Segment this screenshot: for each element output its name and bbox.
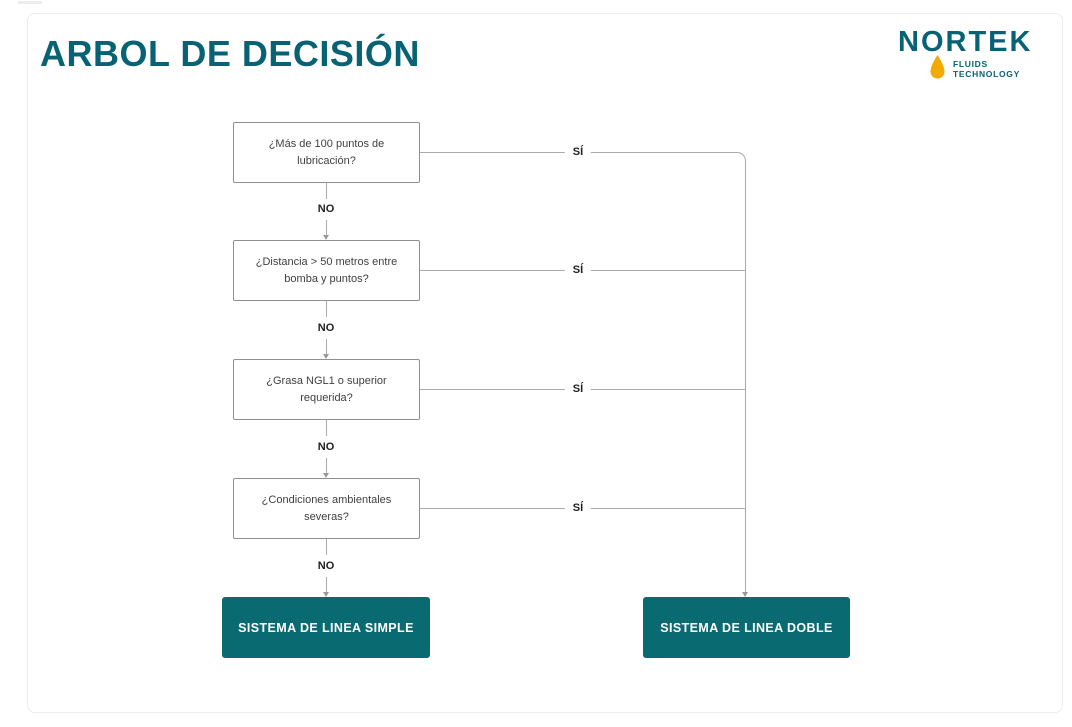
result-label: SISTEMA DE LINEA SIMPLE [238, 620, 414, 635]
diagram-canvas [27, 13, 1063, 713]
decision-text-line: requerida? [300, 391, 353, 404]
yes-label-2: SÍ [564, 263, 592, 277]
no-line-4b [326, 577, 327, 592]
decision-box-lubrication-points: ¿Más de 100 puntos de lubricación? [233, 122, 420, 183]
decision-text-line: ¿Grasa NGL1 o superior [266, 374, 387, 387]
no-label-2: NO [315, 322, 337, 334]
nortek-logo: NORTEK FLUIDS TECHNOLOGY [898, 26, 1048, 79]
no-line-1b [326, 220, 327, 235]
no-line-3b [326, 458, 327, 473]
yes-label-3: SÍ [564, 382, 592, 396]
result-box-linea-doble: SISTEMA DE LINEA DOBLE [643, 597, 850, 658]
arrow-into-box2 [323, 235, 329, 240]
no-line-2b [326, 339, 327, 354]
no-label-1: NO [315, 203, 337, 215]
decision-text-line: bomba y puntos? [284, 272, 369, 285]
arrow-into-box4 [323, 473, 329, 478]
no-label-4: NO [315, 560, 337, 572]
decision-text-line: lubricación? [297, 154, 356, 167]
arrow-into-simple [323, 592, 329, 597]
decision-text-line: severas? [304, 510, 349, 523]
no-line-2a [326, 301, 327, 317]
edge-artifact [18, 1, 42, 4]
decision-text-line: ¿Condiciones ambientales [261, 493, 392, 506]
no-line-3a [326, 420, 327, 436]
logo-subtitle-line2: TECHNOLOGY [953, 68, 1020, 79]
droplet-icon [930, 55, 945, 79]
logo-subtitle: FLUIDS TECHNOLOGY [953, 59, 1020, 79]
arrow-into-doble [742, 592, 748, 597]
no-line-4a [326, 539, 327, 555]
yes-branch-corner-line [420, 152, 746, 592]
decision-text-line: ¿Distancia > 50 metros entre [255, 255, 398, 268]
yes-label-4: SÍ [564, 501, 592, 515]
logo-brand-text: NORTEK [898, 26, 1033, 58]
page-title: ARBOL DE DECISIÓN [40, 33, 420, 74]
logo-subtitle-line1: FLUIDS [953, 59, 988, 69]
decision-box-grease: ¿Grasa NGL1 o superior requerida? [233, 359, 420, 420]
decision-text-line: ¿Más de 100 puntos de [268, 137, 385, 150]
result-label: SISTEMA DE LINEA DOBLE [660, 620, 833, 635]
yes-label-1: SÍ [564, 145, 592, 159]
no-label-3: NO [315, 441, 337, 453]
result-box-linea-simple: SISTEMA DE LINEA SIMPLE [222, 597, 430, 658]
no-line-1a [326, 183, 327, 199]
decision-box-distance: ¿Distancia > 50 metros entre bomba y pun… [233, 240, 420, 301]
decision-box-environment: ¿Condiciones ambientales severas? [233, 478, 420, 539]
arrow-into-box3 [323, 354, 329, 359]
